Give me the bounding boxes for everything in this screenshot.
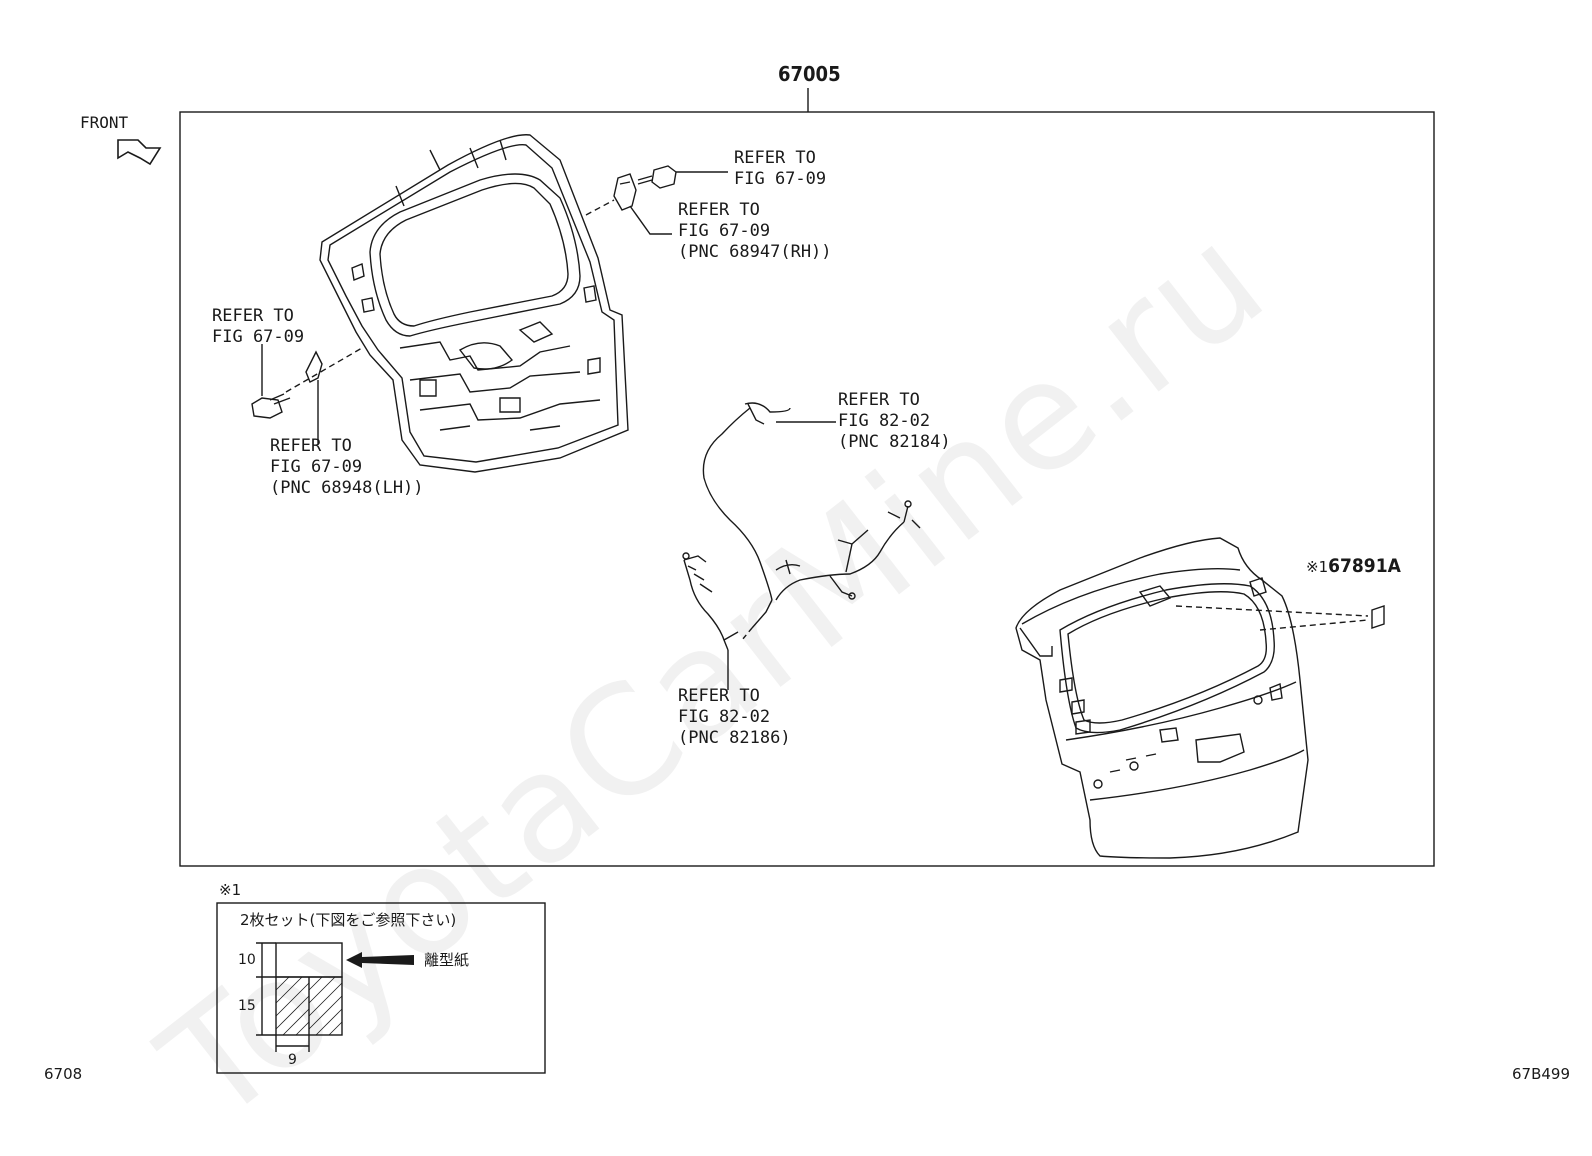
callout-lh-bolt: REFER TO FIG 67-09 bbox=[212, 306, 305, 347]
inset-title: 2枚セット(下図をご参照下さい) bbox=[240, 911, 457, 929]
front-label: FRONT bbox=[80, 113, 129, 132]
callout-harness-top: REFER TO FIG 82-02 (PNC 82184) bbox=[838, 390, 951, 452]
inset-mark: ※1 bbox=[219, 881, 242, 899]
main-frame bbox=[179, 111, 1435, 867]
back-door-outer-panel bbox=[1015, 537, 1309, 859]
release-paper-arrow-icon bbox=[346, 952, 414, 968]
rh-hinge bbox=[613, 173, 637, 211]
wire-harness bbox=[682, 402, 921, 651]
assembly-number: 67005 bbox=[778, 62, 841, 86]
lh-hinge-bolt bbox=[251, 393, 291, 419]
dim-width: 9 bbox=[288, 1052, 297, 1068]
lh-hinge bbox=[305, 350, 323, 383]
dim-bottom: 15 bbox=[238, 998, 256, 1014]
footer-left: 6708 bbox=[44, 1065, 83, 1083]
front-arrow-icon bbox=[117, 139, 162, 166]
part-67891a-label: ※167891A bbox=[1306, 555, 1401, 577]
tape-detail bbox=[256, 942, 343, 1052]
dim-top: 10 bbox=[238, 952, 256, 968]
top-hinge-bolt bbox=[637, 165, 677, 189]
callout-rh-hinge: REFER TO FIG 67-09 (PNC 68947(RH)) bbox=[678, 200, 832, 262]
parts-diagram bbox=[117, 88, 1435, 1074]
back-door-inner-panel bbox=[319, 134, 629, 473]
callout-harness-bottom: REFER TO FIG 82-02 (PNC 82186) bbox=[678, 686, 791, 748]
callout-lh-hinge: REFER TO FIG 67-09 (PNC 68948(LH)) bbox=[270, 436, 424, 498]
release-paper-label: 離型紙 bbox=[424, 951, 470, 969]
footer-right: 67B499 bbox=[1512, 1065, 1571, 1083]
inset-box bbox=[216, 902, 546, 1074]
part-67891a-tape bbox=[1371, 605, 1385, 629]
callout-top-bolt: REFER TO FIG 67-09 bbox=[734, 148, 827, 189]
